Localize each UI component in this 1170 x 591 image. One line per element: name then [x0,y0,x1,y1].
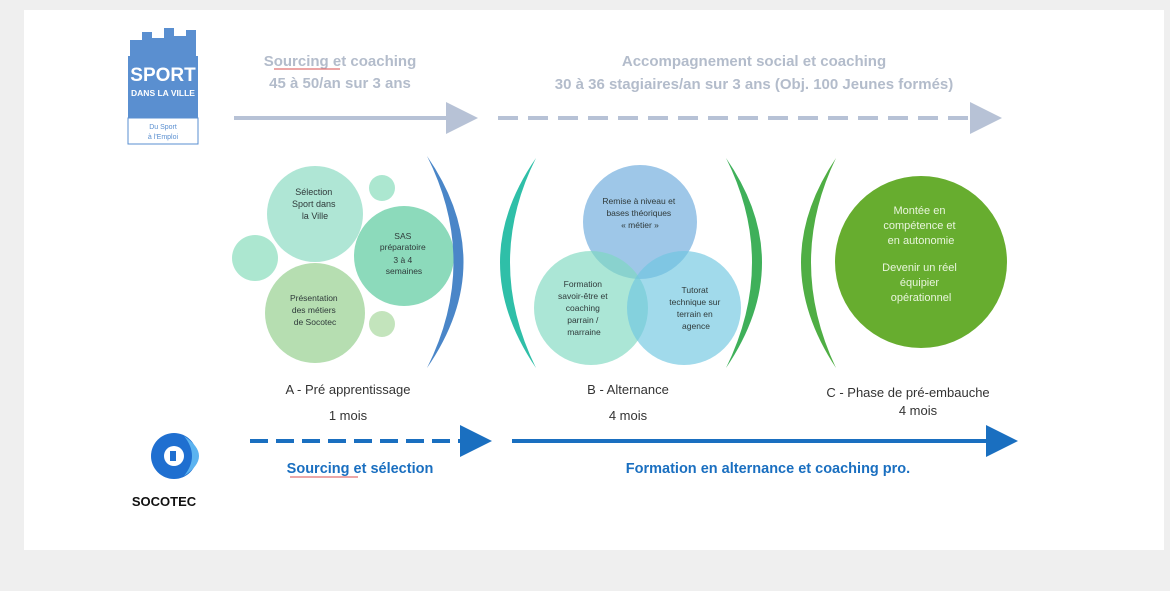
logo-tagline-line2: à l'Emploi [148,134,179,141]
phase-b-circle-top [583,165,697,279]
sport-dans-la-ville-logo: SPORT DANS LA VILLE Du Sport à l'Emploi [127,28,199,145]
phase-a-circle-sas [354,206,454,306]
phase-b-left-text: Formation savoir-être et coaching parrai… [558,279,610,337]
phase-a-duration: 1 mois [329,408,368,423]
phase-b-duration: 4 mois [609,408,648,423]
top-left-header-line1: Sourcing et coaching [264,53,417,70]
diagram-card: SPORT DANS LA VILLE Du Sport à l'Emploi … [24,10,1164,550]
phase-b-right-text: Tutorat technique sur terrain en agence [669,285,722,331]
bottom-right-caption: Formation en alternance et coaching pro. [626,461,910,477]
logo-brand-line2: DANS LA VILLE [131,88,195,98]
phase-a-circle-presentation [265,263,365,363]
bottom-left-caption: Sourcing et sélection [287,461,434,477]
phase-a-circle2-text: SAS préparatoire 3 à 4 semaines [380,231,428,276]
phase-a-circle-selection [267,166,363,262]
bottom-left-underlined-word: Sourcing [287,461,350,477]
logo-brand-line1: SPORT [130,65,196,86]
phase-b-top-text: Remise à niveau et bases théoriques « mé… [602,196,677,230]
logo-tagline-line1: Du Sport [149,124,177,131]
phase-c-opening-bracket [801,158,836,368]
phase-b-circle-right [627,251,741,365]
phase-a-circles: Sélection Sport dans la Ville SAS prépar… [232,166,454,363]
phase-b-circle-left [534,251,648,365]
phase-a-label: A - Pré apprentissage [285,382,410,397]
phase-c-label: C - Phase de pré-embauche [826,385,989,400]
phase-b-venn: Remise à niveau et bases théoriques « mé… [534,165,741,365]
deco-circle [369,175,395,201]
phase-c-circle [835,176,1007,348]
top-left-header-line2: 45 à 50/an sur 3 ans [269,75,411,92]
phase-c-circle-group: Montée en compétence et en autonomie Dev… [835,176,1007,348]
top-right-header-line1: Accompagnement social et coaching [622,53,886,70]
top-left-underlined-word: Sourcing [264,53,329,70]
top-left-header-rest: et coaching [329,53,417,70]
program-timeline-diagram: SPORT DANS LA VILLE Du Sport à l'Emploi … [127,28,1018,509]
phase-b-label: B - Alternance [587,382,669,397]
phase-a-circle3-text: Présentation des métiers de Socotec [290,293,340,327]
deco-circle [232,235,278,281]
phase-a-circle1-text: Sélection Sport dans la Ville [292,187,338,221]
phase-c-text-1: Montée en compétence et en autonomie [883,205,958,247]
deco-circle [369,311,395,337]
phase-c-text-2: Devenir un réel équipier opérationnel [882,262,960,304]
top-right-header-line2: 30 à 36 stagiaires/an sur 3 ans (Obj. 10… [555,76,954,93]
socotec-logo-text: SOCOTEC [132,494,197,509]
phase-a-closing-bracket [427,156,464,368]
phase-c-duration: 4 mois [899,403,938,418]
phase-b-closing-bracket [726,158,762,368]
phase-b-opening-bracket [500,158,536,368]
top-right-underlined-word: Obj [780,76,805,93]
socotec-logo: SOCOTEC [132,433,199,509]
